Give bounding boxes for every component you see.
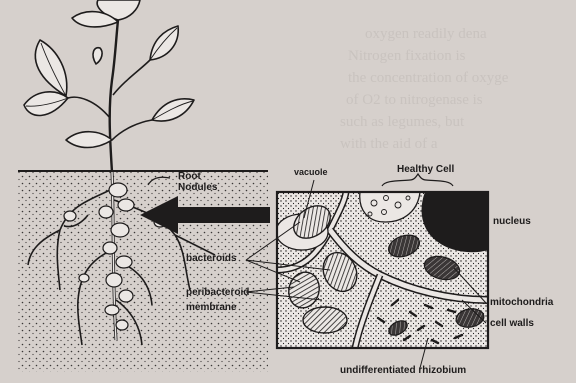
plant-shoot bbox=[24, 0, 194, 172]
soil bbox=[18, 171, 268, 372]
label-bacteroids: bacteroids bbox=[186, 253, 237, 264]
leaf bbox=[35, 40, 66, 96]
label-nucleus: nucleus bbox=[493, 216, 531, 227]
healthy-cell-brace bbox=[382, 174, 453, 186]
label-mitochondria: mitochondria bbox=[490, 297, 553, 308]
label-undifferentiated-rhizobium: undifferentiated rhizobium bbox=[340, 365, 466, 376]
leaf bbox=[24, 92, 68, 116]
label-vacuole: vacuole bbox=[294, 167, 328, 178]
label-cell-walls: cell walls bbox=[490, 318, 534, 329]
label-healthy-cell: Healthy Cell bbox=[397, 164, 454, 175]
label-peribacteroid-membrane: peribacteroid membrane bbox=[186, 285, 249, 315]
label-root-nodules: Root Nodules bbox=[178, 171, 217, 193]
leaf bbox=[66, 132, 112, 148]
